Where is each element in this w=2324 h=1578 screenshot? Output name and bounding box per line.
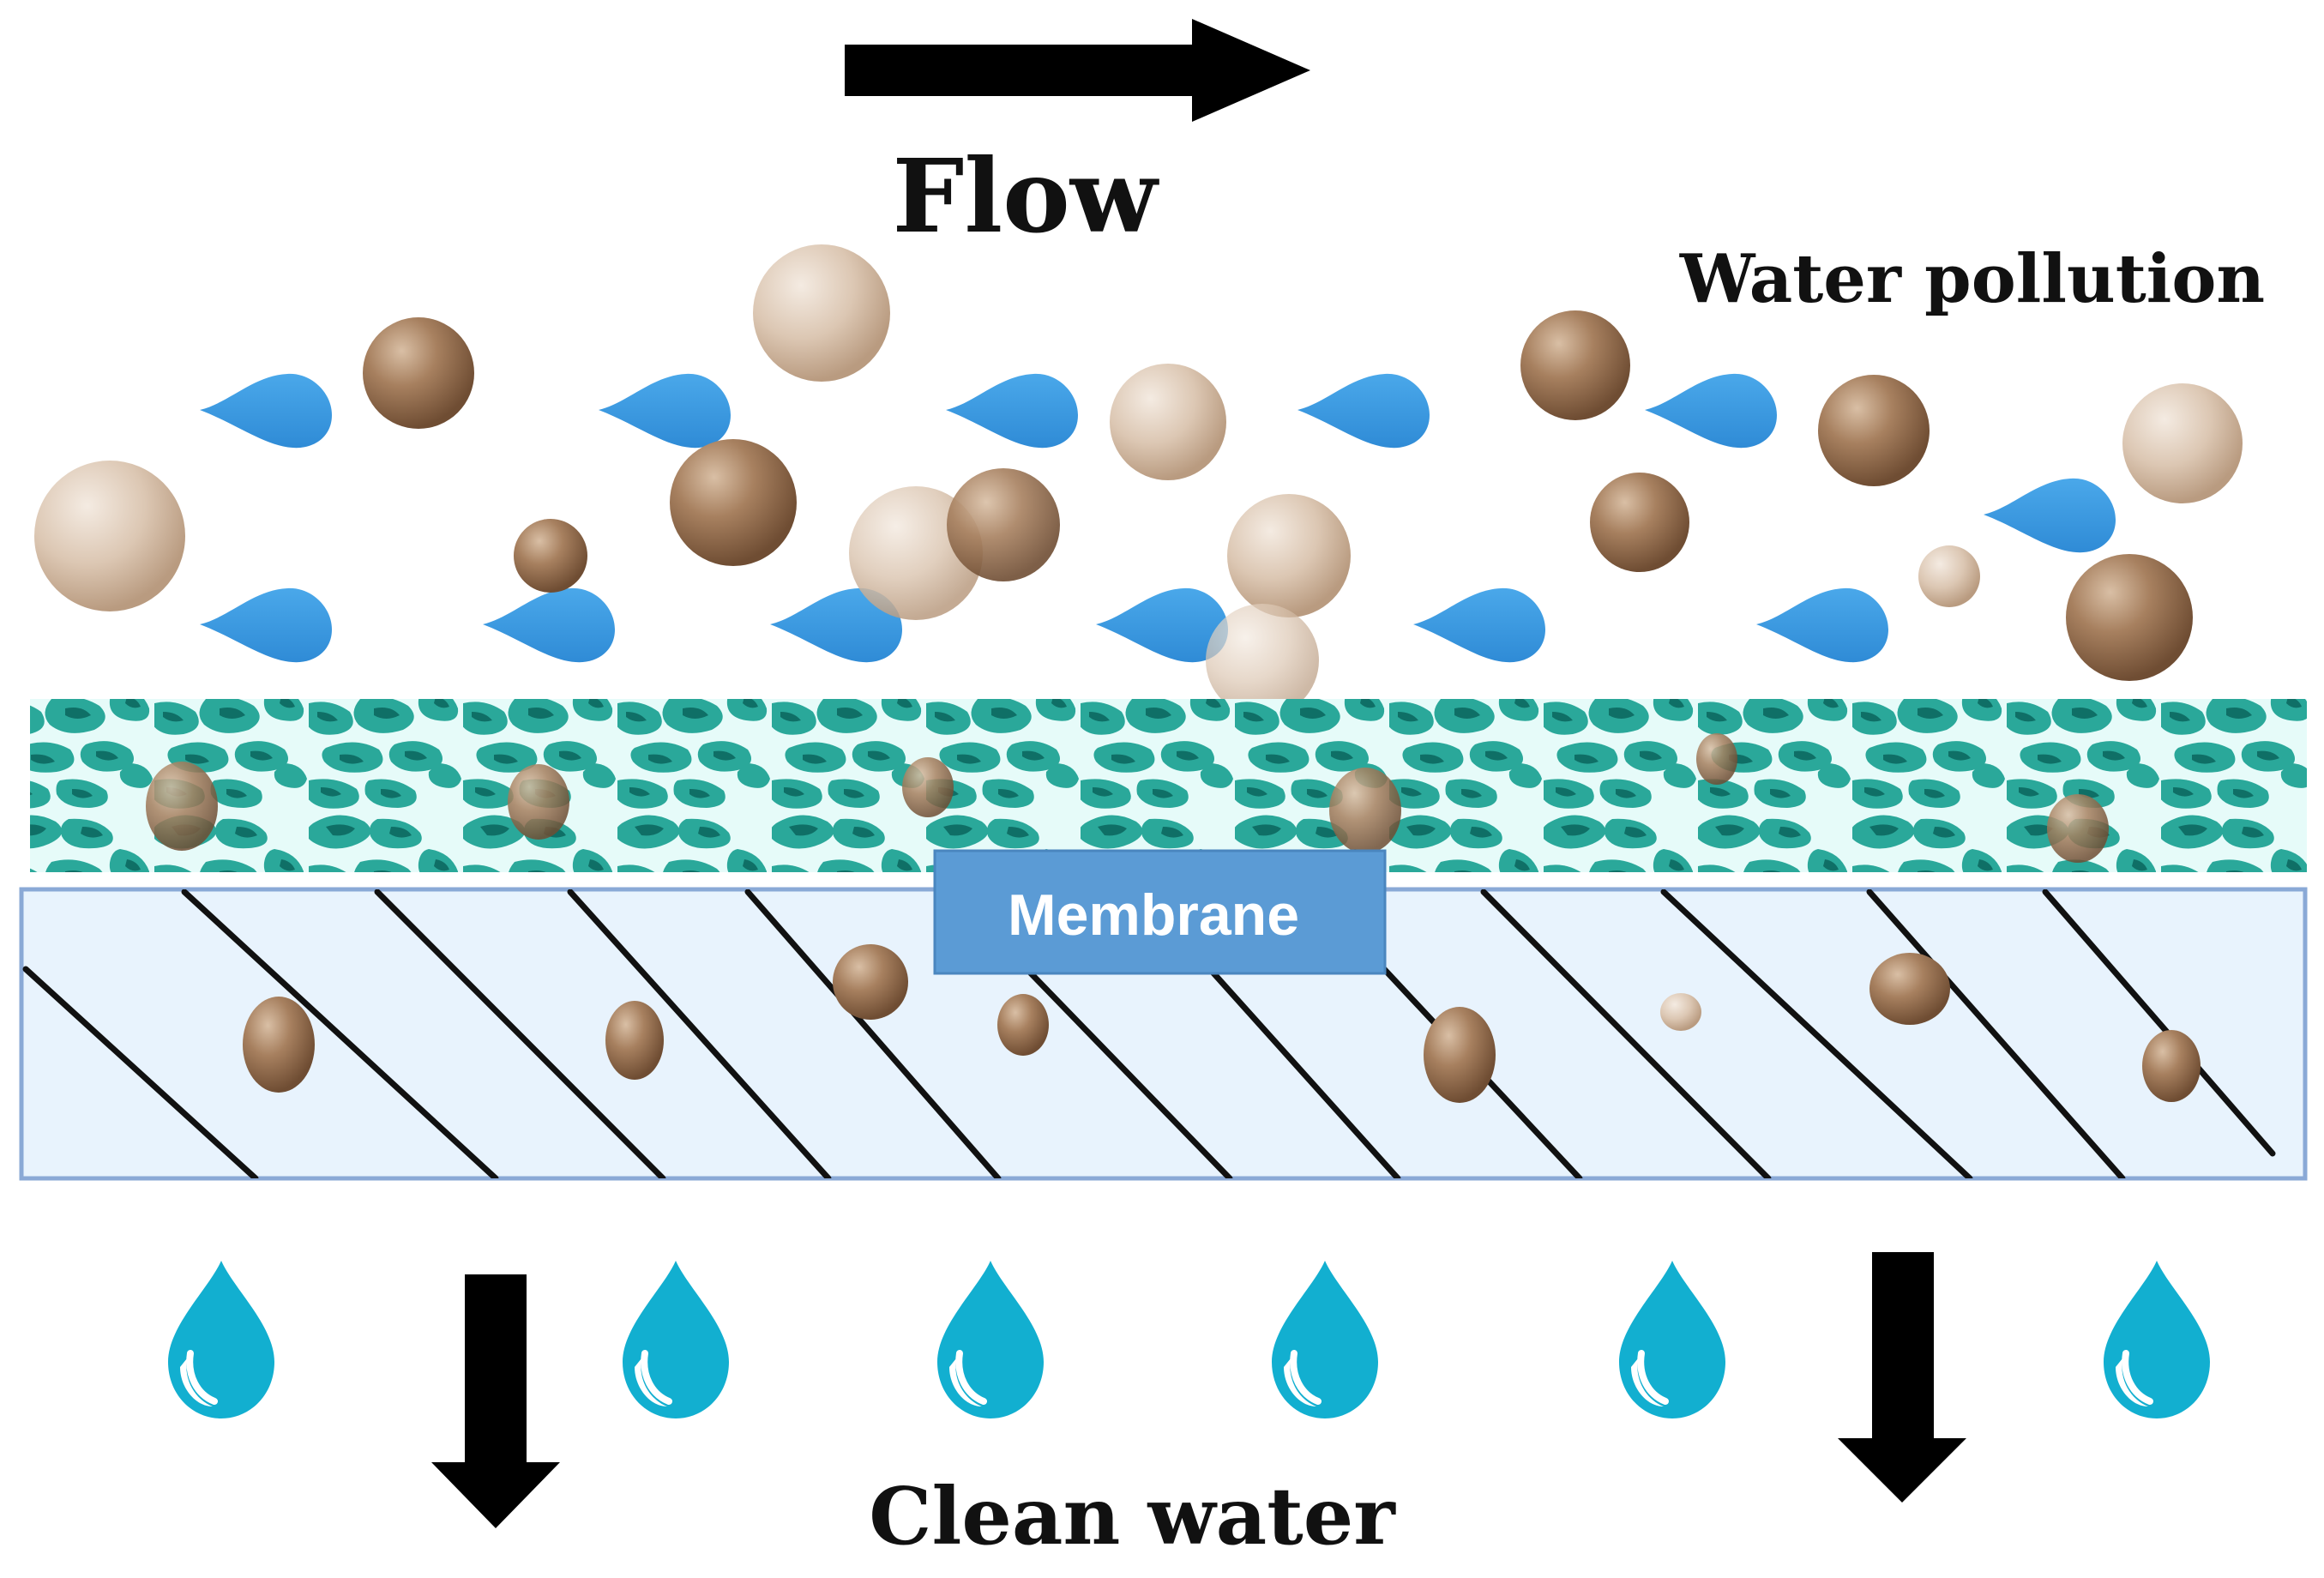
particle-icon: [997, 994, 1049, 1056]
particle-icon: [1424, 1007, 1496, 1103]
water-drop-icon: [1297, 373, 1430, 449]
particle-icon: [1590, 473, 1689, 572]
water-drop-icon: [1645, 373, 1777, 449]
membrane-label-box: Membrane: [933, 849, 1387, 975]
clean-water-drop-icon: [1272, 1261, 1378, 1418]
particle-icon: [1110, 364, 1226, 480]
water-drop-icon: [599, 373, 731, 449]
particle-icon: [2142, 1030, 2201, 1102]
clean-water-label: Clean water: [869, 1470, 1396, 1563]
clean-water-drop-icon: [623, 1261, 729, 1418]
particle-icon: [1696, 733, 1737, 785]
clean-water-drop-icon: [1619, 1261, 1725, 1418]
particle-icon: [363, 317, 474, 429]
particle-icon: [2047, 794, 2109, 863]
particle-icon: [1818, 375, 1930, 486]
porous-layer: [30, 699, 2307, 872]
water-drop-icon: [200, 373, 332, 449]
particle-icon: [833, 944, 908, 1020]
particle-icon: [1869, 953, 1950, 1025]
clean-water-drop-icon: [937, 1261, 1044, 1418]
particle-icon: [34, 461, 185, 611]
particle-icon: [670, 439, 797, 566]
water-drop-icon: [483, 587, 615, 663]
particle-icon: [2066, 554, 2193, 681]
arrow-down-icon: [431, 1274, 560, 1528]
membrane-support-layer: [19, 887, 2308, 1181]
clean-water-drop-icon: [168, 1261, 274, 1418]
particle-icon: [753, 244, 890, 382]
particle-icon: [243, 997, 315, 1093]
water-drop-icon: [1984, 478, 2116, 553]
water-drop-icon: [1756, 587, 1888, 663]
arrow-down-icon: [1838, 1252, 1966, 1503]
water-drop-icon: [946, 373, 1078, 449]
particle-icon: [1329, 768, 1401, 853]
particle-icon: [2122, 383, 2243, 503]
particle-icon: [1227, 494, 1351, 617]
particle-icon: [514, 519, 587, 593]
water-drop-icon: [200, 587, 332, 663]
flow-label: Flow: [893, 136, 1159, 256]
arrow-right-icon: [845, 19, 1310, 122]
particle-icon: [1520, 310, 1630, 420]
particle-icon: [947, 468, 1060, 581]
water-drop-icon: [1413, 587, 1545, 663]
clean-water-drop-icon: [2104, 1261, 2210, 1418]
particle-icon: [146, 762, 218, 851]
particle-icon: [508, 764, 569, 840]
membrane-label: Membrane: [1008, 882, 1299, 948]
particle-icon: [1918, 545, 1980, 607]
water-pollution-label: Water pollution: [1679, 240, 2265, 318]
particle-icon: [1660, 993, 1701, 1031]
pollutant-particles: [34, 244, 2243, 717]
particle-icon: [902, 757, 954, 817]
particle-icon: [605, 1001, 664, 1080]
particle-icon: [1206, 604, 1319, 717]
